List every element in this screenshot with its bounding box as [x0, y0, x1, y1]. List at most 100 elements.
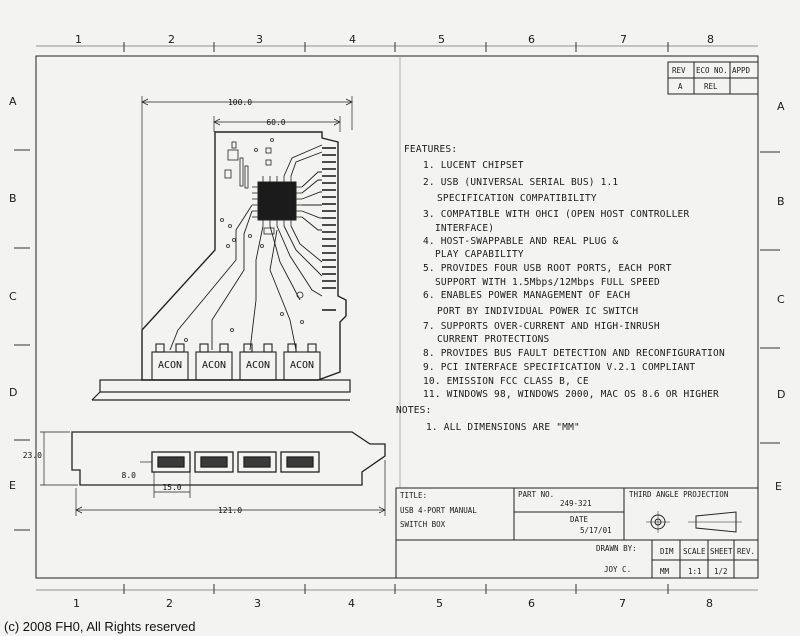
feature-line: CURRENT PROTECTIONS	[437, 334, 550, 345]
dim-width-60: 60.0	[266, 118, 285, 127]
feature-line: SUPPORT WITH 1.5Mbps/12Mbps FULL SPEED	[435, 277, 660, 288]
grid-col-label: 2	[166, 597, 173, 610]
dim-bracket-121: 121.0	[218, 506, 242, 515]
feature-line: 6. ENABLES POWER MANAGEMENT OF EACH	[423, 290, 631, 301]
grid-col-label: 7	[620, 33, 627, 46]
drawn-by-label: DRAWN BY:	[596, 544, 637, 553]
title-label: TITLE:	[400, 491, 428, 500]
title-line: SWITCH BOX	[400, 520, 446, 529]
grid-col-label: 7	[619, 597, 626, 610]
grid-col-label: 3	[254, 597, 261, 610]
title-block	[395, 487, 759, 579]
bracket-rail	[91, 379, 351, 401]
grid-row-label: E	[775, 480, 782, 493]
sheet-value: 1/2	[714, 567, 728, 576]
chip-pins	[252, 176, 302, 226]
pcb-outline	[141, 131, 347, 381]
connector-label: ACON	[246, 360, 270, 371]
grid-row-label: E	[9, 479, 16, 492]
feature-line: SPECIFICATION COMPATIBILITY	[437, 193, 597, 204]
connector-label: ACON	[202, 360, 226, 371]
feature-line: 8. PROVIDES BUS FAULT DETECTION AND RECO…	[423, 348, 725, 359]
connector-labels: ACON ACON ACON ACON	[158, 360, 314, 371]
copyright-notice: (c) 2008 FH0, All Rights reserved	[4, 619, 196, 634]
eco-value: REL	[704, 82, 718, 91]
pci-edge-connector	[322, 147, 336, 311]
feature-line: 1. LUCENT CHIPSET	[423, 160, 524, 171]
grid-col-label: 4	[348, 597, 355, 610]
title-line: USB 4-PORT MANUAL	[400, 506, 477, 515]
pcb-components	[184, 138, 304, 342]
dim-height-23: 23.0	[23, 451, 42, 460]
dim-label: DIM	[660, 547, 674, 556]
feature-line: 11. WINDOWS 98, WINDOWS 2000, MAC OS 8.6…	[423, 389, 719, 400]
feature-line: 5. PROVIDES FOUR USB ROOT PORTS, EACH PO…	[423, 263, 672, 274]
feature-line: 4. HOST-SWAPPABLE AND REAL PLUG &	[423, 236, 619, 247]
bracket-dimensions	[40, 431, 386, 516]
connector-label: ACON	[290, 360, 314, 371]
grid-col-label: 5	[438, 33, 445, 46]
grid-row-label: C	[9, 290, 17, 303]
rev-header: REV	[672, 66, 686, 75]
grid-row-label: D	[777, 388, 786, 401]
grid-row-label: B	[777, 195, 785, 208]
feature-line: 10. EMISSION FCC CLASS B, CE	[423, 376, 589, 387]
grid-col-label: 1	[75, 33, 82, 46]
feature-line: 3. COMPATIBLE WITH OHCI (OPEN HOST CONTR…	[423, 209, 690, 220]
pcb-traces	[169, 144, 323, 351]
grid-col-label: 6	[528, 33, 535, 46]
rev-value: A	[678, 82, 683, 91]
rev-label: REV.	[737, 547, 756, 556]
feature-line: 7. SUPPORTS OVER-CURRENT AND HIGH-INRUSH	[423, 321, 660, 332]
right-ruler	[760, 151, 780, 444]
grid-row-label: B	[9, 192, 17, 205]
grid-col-label: 8	[707, 33, 714, 46]
notes-heading: NOTES:	[396, 405, 432, 416]
feature-line: PLAY CAPABILITY	[435, 249, 524, 260]
dim-width-100: 100.0	[228, 98, 252, 107]
drawing-frame	[35, 55, 759, 579]
grid-row-label: C	[777, 293, 785, 306]
projection-symbol	[646, 511, 742, 533]
bottom-ruler	[36, 584, 758, 594]
feature-line: 9. PCI INTERFACE SPECIFICATION V.2.1 COM…	[423, 362, 696, 373]
left-ruler	[14, 149, 30, 531]
grid-col-label: 2	[168, 33, 175, 46]
grid-row-label: D	[9, 386, 18, 399]
bracket-view	[71, 431, 386, 486]
grid-col-label: 6	[528, 597, 535, 610]
scale-value: 1:1	[688, 567, 702, 576]
projection-label: THIRD ANGLE PROJECTION	[629, 490, 729, 499]
part-no-value: 249-321	[560, 499, 592, 508]
dim-port-8: 8.0	[122, 471, 137, 480]
date-label: DATE	[570, 515, 589, 524]
appd-header: APPD	[732, 66, 751, 75]
features-heading: FEATURES:	[404, 144, 458, 155]
grid-col-label: 1	[73, 597, 80, 610]
grid-col-label: 5	[436, 597, 443, 610]
date-value: 5/17/01	[580, 526, 612, 535]
feature-line: PORT BY INDIVIDUAL POWER IC SWITCH	[437, 306, 639, 317]
sheet-label: SHEET	[710, 547, 733, 556]
grid-row-label: A	[777, 100, 785, 113]
grid-col-label: 8	[706, 597, 713, 610]
grid-col-label: 3	[256, 33, 263, 46]
grid-col-label: 4	[349, 33, 356, 46]
top-ruler	[36, 42, 758, 52]
connector-label: ACON	[158, 360, 182, 371]
note-line: 1. ALL DIMENSIONS ARE "MM"	[426, 422, 580, 433]
usb-controller-chip	[257, 181, 297, 221]
scale-label: SCALE	[683, 547, 706, 556]
pcb-dimensions	[141, 96, 353, 330]
grid-row-label: A	[9, 95, 17, 108]
drawn-by-value: JOY C.	[604, 565, 632, 574]
feature-line: INTERFACE)	[435, 223, 495, 234]
dim-value: MM	[660, 567, 670, 576]
part-no-label: PART NO.	[518, 490, 555, 499]
revision-table	[667, 61, 759, 95]
feature-line: 2. USB (UNIVERSAL SERIAL BUS) 1.1	[423, 177, 619, 188]
dim-port-pitch-15: 15.0	[162, 483, 181, 492]
eco-header: ECO NO.	[696, 66, 728, 75]
